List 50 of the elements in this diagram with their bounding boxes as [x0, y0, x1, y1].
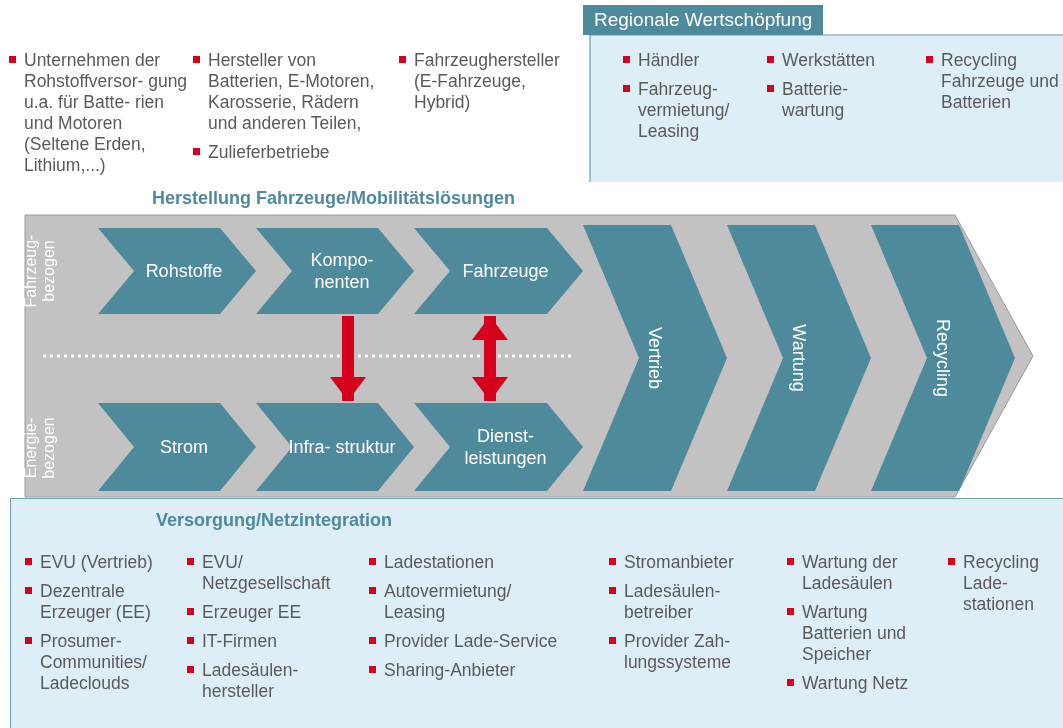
- chevron-step: [256, 228, 414, 314]
- bullet-item: IT-Firmen: [186, 631, 366, 652]
- bullet-item: Ladestationen: [368, 552, 568, 573]
- bullet-item: Händler: [622, 50, 762, 71]
- bullet-item: Zulieferbetriebe: [192, 142, 387, 163]
- bullet-item: Fahrzeughersteller (E-Fahrzeuge, Hybrid): [398, 50, 570, 113]
- bullet-item: Ladesäulen- betreiber: [608, 581, 788, 623]
- arrow: [330, 316, 366, 401]
- step-label: Recycling: [932, 319, 954, 397]
- bullet-item: Recycling Fahrzeuge und Batterien: [925, 50, 1059, 113]
- row-label: Fahrzeug- bezogen: [22, 233, 58, 310]
- bullet-item: Ladesäulen- hersteller: [186, 660, 366, 702]
- step-label: Infra- struktur: [287, 436, 397, 458]
- panel-heading: Versorgung/Netzintegration: [156, 509, 393, 531]
- row-label: Energie- bezogen: [22, 416, 58, 481]
- bullet-item: Hersteller von Batterien, E-Motoren, Karosserie, Rädern und anderen Teilen,: [192, 50, 387, 134]
- step-label: Dienst- leistungen: [463, 425, 548, 469]
- step-label: Wartung: [788, 324, 810, 392]
- step-label: Vertrieb: [644, 327, 666, 389]
- bullet-item: Provider Zah- lungssysteme: [608, 631, 788, 673]
- arrow: [472, 316, 508, 401]
- bullet-item: Fahrzeug- vermietung/ Leasing: [622, 79, 762, 142]
- bullet-item: Autovermietung/ Leasing: [368, 581, 568, 623]
- bullet-item: Wartung Netz: [786, 673, 936, 694]
- chevron-step: [414, 403, 583, 491]
- bullet-item: Erzeuger EE: [186, 602, 366, 623]
- step-label: Strom: [159, 436, 209, 458]
- bullet-item: Recycling Lade- stationen: [947, 552, 1057, 615]
- bullet-item: Batterie- wartung: [766, 79, 906, 121]
- section-heading: Herstellung Fahrzeuge/Mobilitätslösungen: [152, 187, 516, 209]
- chevron-step: [871, 225, 1015, 491]
- bullet-item: Wartung der Ladesäulen: [786, 552, 936, 594]
- bullet-item: Unternehmen der Rohstoffversor- gung u.a. für Batte- rien und Motoren (Seltene Erden, Lithium,...): [8, 50, 188, 176]
- region-panel: [583, 5, 1063, 182]
- chevron-step: [727, 225, 871, 491]
- region-panel: [10, 498, 1063, 728]
- chevron-step: [256, 403, 414, 491]
- step-label: Kompo- nenten: [309, 249, 375, 293]
- step-label: Rohstoffe: [144, 260, 224, 282]
- step-label: Fahrzeuge: [461, 260, 550, 282]
- bullet-item: Provider Lade-Service: [368, 631, 568, 652]
- chevron-step: [98, 228, 256, 314]
- bullet-item: Werkstätten: [766, 50, 906, 71]
- bullet-item: Sharing-Anbieter: [368, 660, 568, 681]
- panel-heading: Regionale Wertschöpfung: [583, 5, 824, 35]
- bullet-item: EVU/ Netzgesellschaft: [186, 552, 366, 594]
- chevron-step: [98, 403, 256, 491]
- bullet-item: Stromanbieter: [608, 552, 788, 573]
- chevron-step: [414, 228, 583, 314]
- bullet-item: Wartung Batterien und Speicher: [786, 602, 936, 665]
